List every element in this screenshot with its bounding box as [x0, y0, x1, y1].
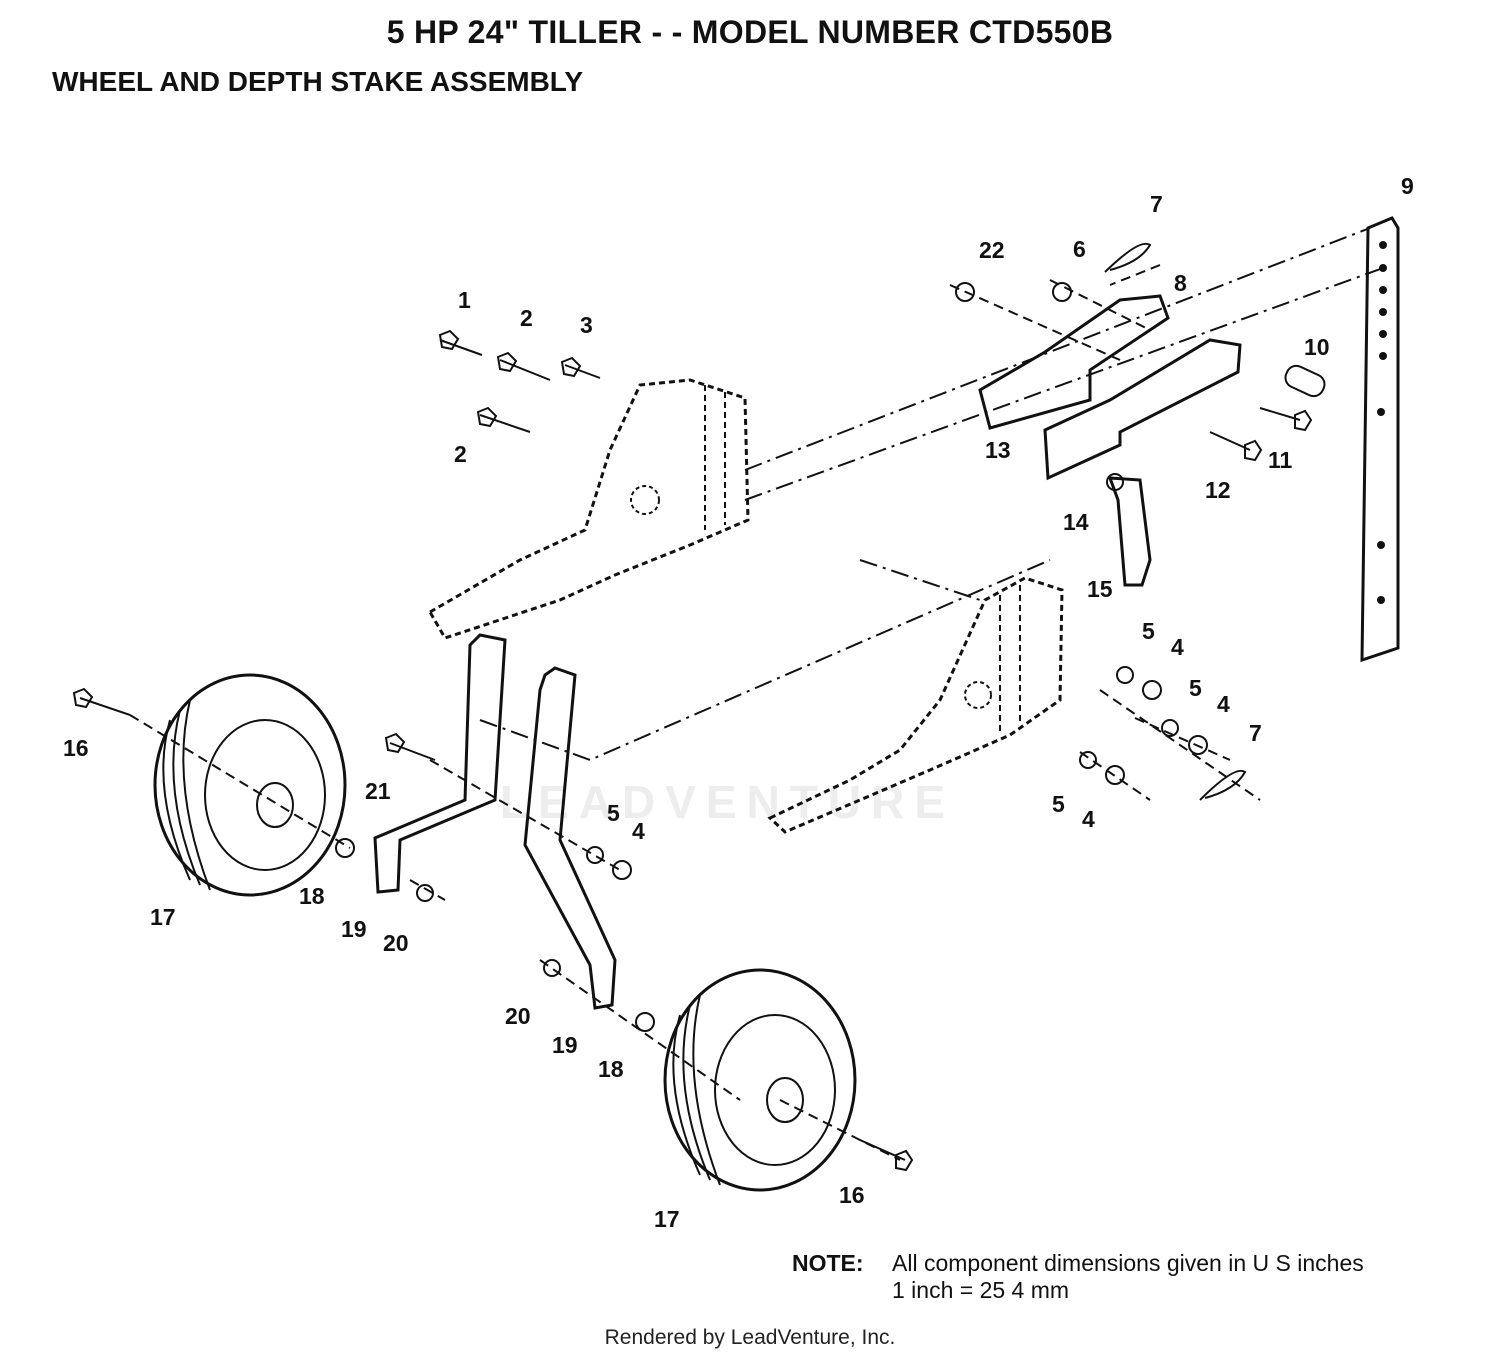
callout-13: 13: [985, 437, 1011, 463]
callout-12: 12: [1205, 477, 1231, 503]
wheel-bracket-left: [373, 633, 507, 894]
callout-1: 1: [458, 287, 471, 313]
hairpin-clip-lower: [1199, 769, 1247, 801]
wheel-left: [153, 673, 347, 897]
note-line-1: All component dimensions given in U S in…: [892, 1250, 1364, 1276]
hardware-bolts: [72, 329, 1313, 1172]
callout-17: 17: [150, 904, 176, 930]
note-box: NOTE: All component dimensions given in U…: [792, 1250, 1364, 1304]
depth-bracket-8: [978, 294, 1170, 430]
callout-11: 11: [1268, 447, 1293, 473]
depth-bracket-13: [1043, 338, 1242, 481]
callout-8: 8: [1174, 270, 1187, 296]
callout-2: 2: [454, 441, 467, 467]
callout-7: 7: [1249, 720, 1262, 746]
callout-4: 4: [1217, 691, 1230, 717]
left-frame-bracket: [427, 378, 750, 640]
callout-14: 14: [1063, 509, 1089, 535]
parts-diagram: 1 2 2 3 4 4 4 4 5 5 5 5 6 7 7 8 9 10 11 …: [63, 173, 1414, 1232]
callout-5: 5: [1052, 791, 1065, 817]
page-title: 5 HP 24" TILLER - - MODEL NUMBER CTD550B: [386, 14, 1114, 50]
callout-7: 7: [1150, 191, 1163, 217]
callout-labels: 1 2 2 3 4 4 4 4 5 5 5 5 6 7 7 8 9 10 11 …: [63, 173, 1414, 1232]
callout-5: 5: [1189, 675, 1202, 701]
callout-9: 9: [1401, 173, 1414, 199]
callout-10: 10: [1304, 334, 1330, 360]
callout-16: 16: [63, 735, 89, 761]
wheel-bracket-right: [523, 666, 617, 1010]
callout-3: 3: [580, 312, 593, 338]
callout-17: 17: [654, 1206, 680, 1232]
section-title: WHEEL AND DEPTH STAKE ASSEMBLY: [52, 66, 584, 97]
note-label: NOTE:: [792, 1250, 864, 1276]
callout-4: 4: [1082, 806, 1095, 832]
callout-19: 19: [552, 1032, 578, 1058]
callout-21: 21: [365, 778, 391, 804]
hairpin-clip-upper: [1104, 242, 1152, 273]
callout-6: 6: [1073, 236, 1086, 262]
callout-20: 20: [505, 1003, 531, 1029]
callout-15: 15: [1087, 576, 1113, 602]
depth-stake: [1360, 216, 1400, 663]
note-line-2: 1 inch = 25 4 mm: [892, 1277, 1070, 1303]
wheel-right: [663, 968, 857, 1192]
hitch-pin: [1284, 364, 1326, 398]
stake-lock: [1107, 476, 1152, 587]
callout-18: 18: [299, 883, 325, 909]
callout-16: 16: [839, 1182, 865, 1208]
callout-5: 5: [607, 800, 620, 826]
callout-22: 22: [979, 237, 1005, 263]
right-frame-bracket: [767, 576, 1064, 834]
callout-4: 4: [632, 818, 645, 844]
callout-5: 5: [1142, 618, 1155, 644]
callout-4: 4: [1171, 634, 1184, 660]
watermark-text: LEADVENTURE: [500, 776, 956, 828]
callout-19: 19: [341, 916, 367, 942]
callout-2: 2: [520, 305, 533, 331]
footer-credit: Rendered by LeadVenture, Inc.: [604, 1326, 896, 1349]
callout-20: 20: [383, 930, 409, 956]
hardware-nuts-washers: [335, 282, 1208, 1032]
callout-18: 18: [598, 1056, 624, 1082]
